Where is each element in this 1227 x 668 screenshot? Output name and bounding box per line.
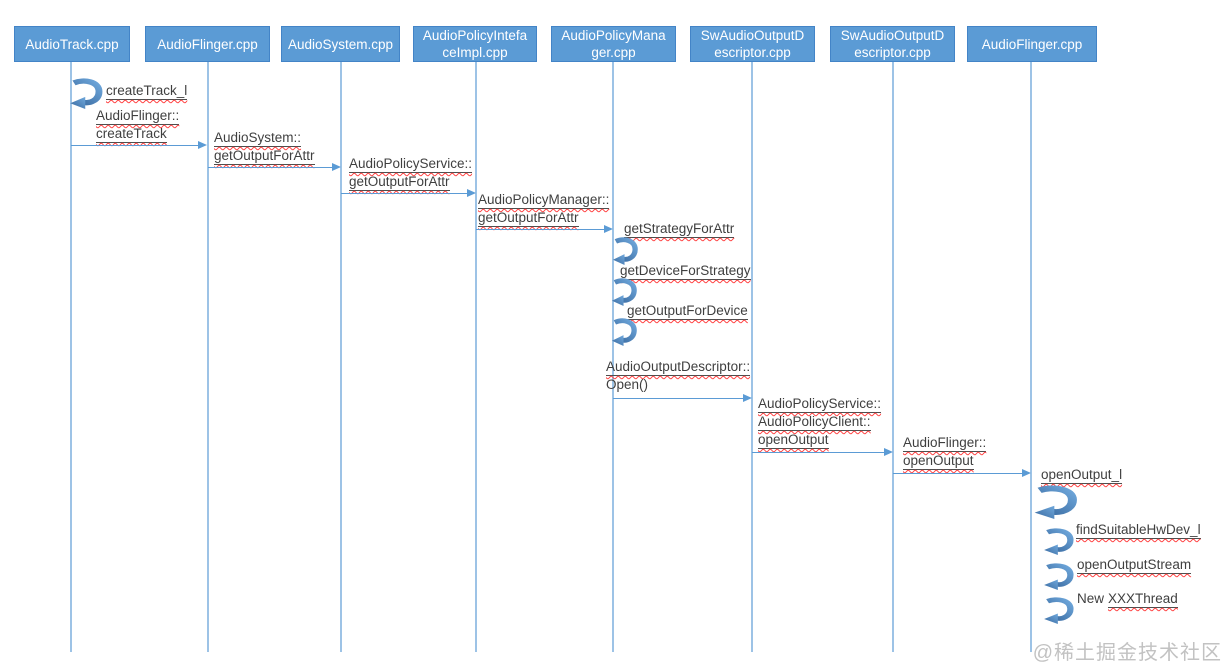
actor-label: AudioTrack.cpp bbox=[25, 36, 119, 52]
arrowhead-icon bbox=[884, 448, 893, 456]
arrowhead-icon bbox=[332, 163, 341, 171]
self-call-label: getDeviceForStrategy bbox=[620, 263, 751, 280]
lifeline-swaudiooutputdescriptor-1 bbox=[751, 62, 753, 652]
self-call-arrow-icon bbox=[1034, 485, 1077, 519]
message-label: AudioFlinger:: openOutput bbox=[903, 435, 987, 470]
arrowhead-icon bbox=[743, 394, 752, 402]
self-call-arrow-icon bbox=[70, 78, 103, 109]
self-call-arrow-icon bbox=[611, 278, 637, 306]
actor-label: AudioSystem.cpp bbox=[287, 36, 394, 52]
message-label: AudioFlinger:: createTrack bbox=[96, 108, 180, 143]
lifeline-audioflinger-2 bbox=[1030, 62, 1032, 652]
message-label: AudioPolicyService:: getOutputForAttr bbox=[349, 156, 473, 191]
actor-label: AudioFlinger.cpp bbox=[981, 36, 1083, 52]
self-call-label: getOutputForDevice bbox=[627, 303, 748, 320]
lifeline-audioflinger bbox=[207, 62, 209, 652]
arrowhead-icon bbox=[604, 225, 613, 233]
self-call-label: openOutputStream bbox=[1077, 557, 1192, 574]
actor-label: SwAudioOutputD bbox=[840, 28, 945, 43]
message-label: AudioPolicyManager:: getOutputForAttr bbox=[478, 192, 610, 227]
message-arrow bbox=[752, 448, 893, 457]
self-call-label: createTrack_l bbox=[106, 83, 188, 100]
arrowhead-icon bbox=[1022, 469, 1031, 477]
lifeline-audiosystem bbox=[340, 62, 342, 652]
self-call-label: findSuitableHwDev_l bbox=[1076, 522, 1201, 539]
actor-box-audiotrack: AudioTrack.cpp bbox=[14, 26, 130, 62]
actor-label: AudioFlinger.cpp bbox=[157, 36, 258, 52]
message-arrow bbox=[71, 141, 207, 150]
self-call-arrow-icon bbox=[611, 318, 637, 346]
self-call-arrow-icon bbox=[1044, 563, 1074, 590]
actor-box-audiosystem: AudioSystem.cpp bbox=[281, 26, 400, 62]
message-arrow bbox=[476, 225, 613, 234]
message-arrow bbox=[613, 394, 752, 403]
message-label: AudioOutputDescriptor:: Open() bbox=[606, 359, 751, 392]
message-label: AudioPolicyService:: AudioPolicyClient::… bbox=[758, 396, 882, 449]
lifeline-audiopolicymanager bbox=[612, 62, 614, 652]
self-call-arrow-icon bbox=[1044, 528, 1074, 555]
lifeline-audiopolicyintefaceimpl bbox=[475, 62, 477, 652]
self-call-arrow-icon bbox=[612, 237, 638, 265]
actor-label: AudioPolicyIntefa bbox=[422, 28, 528, 43]
actor-label: SwAudioOutputD bbox=[700, 28, 805, 43]
lifeline-audiotrack bbox=[70, 62, 72, 652]
actor-box-audioflinger: AudioFlinger.cpp bbox=[145, 26, 270, 62]
lifeline-swaudiooutputdescriptor-2 bbox=[892, 62, 894, 652]
arrowhead-icon bbox=[198, 141, 207, 149]
actor-box-audioflinger-2: AudioFlinger.cpp bbox=[967, 26, 1097, 62]
actor-label: AudioPolicyMana bbox=[561, 28, 666, 43]
watermark: @稀土掘金技术社区 bbox=[1032, 642, 1222, 664]
self-call-label: getStrategyForAttr bbox=[624, 221, 735, 238]
self-call-arrow-icon bbox=[1044, 597, 1074, 624]
arrowhead-icon bbox=[467, 189, 476, 197]
message-label: AudioSystem:: getOutputForAttr bbox=[214, 130, 315, 165]
message-arrow bbox=[341, 189, 476, 198]
message-arrow bbox=[208, 163, 341, 172]
self-call-label: openOutput_l bbox=[1041, 467, 1123, 484]
message-arrow bbox=[893, 469, 1031, 478]
